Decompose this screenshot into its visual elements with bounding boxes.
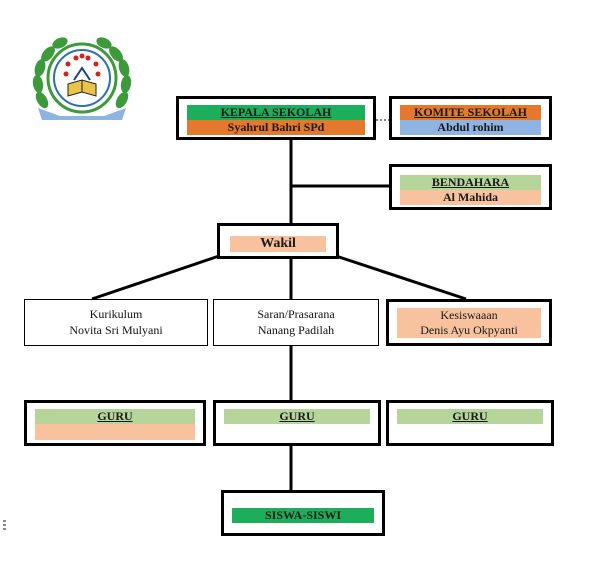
komite-sekolah-name: Abdul rohim (400, 120, 541, 135)
guru-peach-band (35, 424, 195, 440)
komite-sekolah-box: KOMITE SEKOLAH Abdul rohim (389, 96, 552, 140)
bendahara-box: BENDAHARA Al Mahida (389, 164, 552, 210)
guru-box-2: GURU (213, 400, 381, 446)
kesiswaan-name: Denis Ayu Okpyanti (397, 323, 541, 338)
bendahara-name: Al Mahida (400, 190, 541, 205)
kurikulum-box: Kurikulum Novita Sri Mulyani (24, 299, 208, 346)
kepala-sekolah-name: Syahrul Bahri SPd (187, 120, 365, 135)
guru-title-3: GURU (397, 409, 543, 424)
kurikulum-name: Novita Sri Mulyani (69, 323, 163, 337)
kepala-sekolah-box: KEPALA SEKOLAH Syahrul Bahri SPd (176, 96, 376, 140)
guru-box-1: GURU (24, 400, 206, 446)
bendahara-title: BENDAHARA (400, 175, 541, 190)
sarana-prasarana-box: Saran/Prasarana Nanang Padilah (213, 299, 379, 346)
kepala-sekolah-title: KEPALA SEKOLAH (187, 105, 365, 120)
siswa-siswi-title: SISWA-SISWI (232, 508, 374, 523)
kesiswaan-box: Kesiswaaan Denis Ayu Okpyanti (386, 299, 552, 346)
guru-title-2: GURU (224, 409, 370, 424)
school-emblem-icon (32, 37, 132, 120)
wakil-box: Wakil (217, 223, 339, 259)
sarana-prasarana-name: Nanang Padilah (257, 323, 335, 337)
sarana-prasarana-title: Saran/Prasarana (257, 307, 335, 321)
guru-box-3: GURU (386, 400, 554, 446)
komite-sekolah-title: KOMITE SEKOLAH (400, 105, 541, 120)
siswa-siswi-box: SISWA-SISWI (221, 490, 385, 536)
kesiswaan-title: Kesiswaaan (397, 308, 541, 323)
kurikulum-title: Kurikulum (89, 307, 143, 321)
guru-title-1: GURU (35, 409, 195, 424)
edge-marker (3, 520, 6, 530)
wakil-title: Wakil (230, 236, 326, 252)
